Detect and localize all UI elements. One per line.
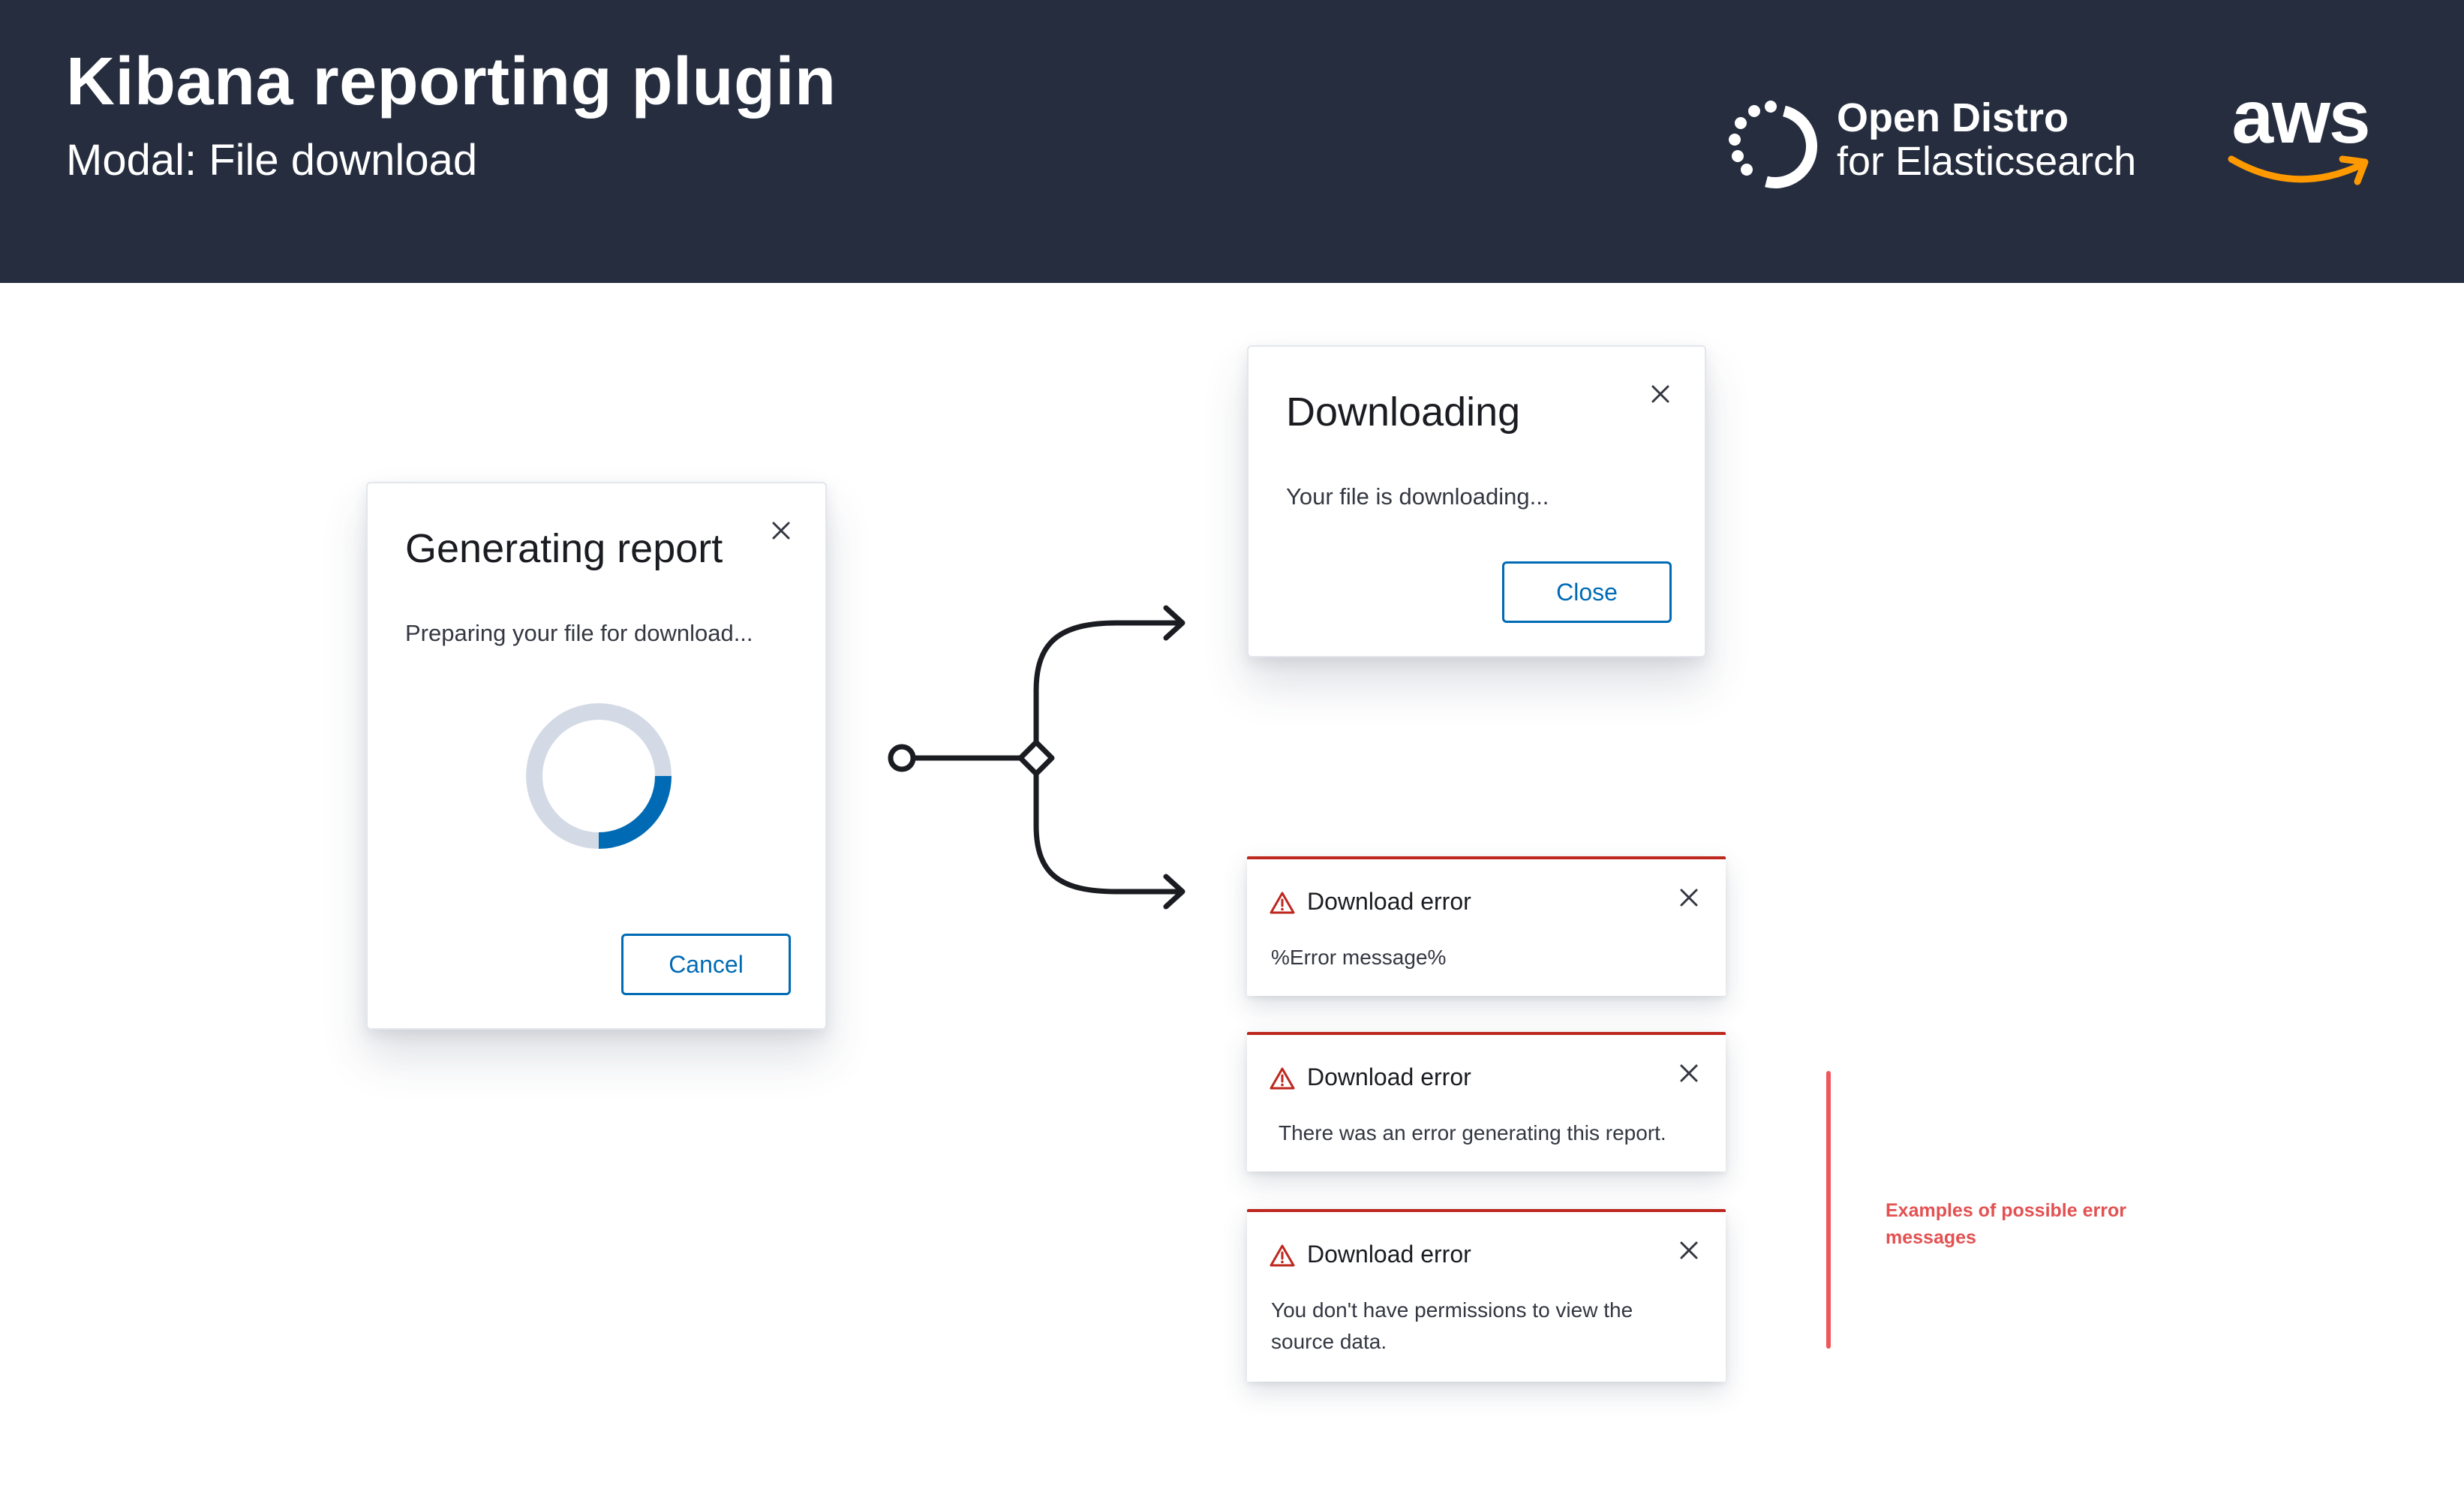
open-distro-logo-line2: for Elasticsearch xyxy=(1837,139,2137,184)
close-button[interactable]: Close xyxy=(1502,561,1672,623)
aws-smile-icon xyxy=(2228,155,2369,185)
toast-title: Download error xyxy=(1307,1063,1471,1090)
toast-title: Download error xyxy=(1307,888,1471,915)
cancel-button[interactable]: Cancel xyxy=(621,934,791,995)
toast-message: %Error message% xyxy=(1271,946,1447,969)
close-icon[interactable] xyxy=(1678,1239,1700,1262)
page-title: Kibana reporting plugin xyxy=(66,44,837,119)
annotation-text: Examples of possible error messages xyxy=(1886,1200,2126,1248)
modal-title: Downloading xyxy=(1286,390,1521,435)
error-toast: Download error There was an error genera… xyxy=(1247,1032,1726,1172)
open-distro-logo-line1: Open Distro xyxy=(1837,95,2069,140)
close-icon[interactable] xyxy=(1678,1062,1700,1084)
error-toast: Download error %Error message% xyxy=(1247,856,1726,996)
annotation-bracket xyxy=(1826,1071,1831,1349)
generating-report-modal: Generating report Preparing your file fo… xyxy=(366,482,827,1030)
modal-body-text: Preparing your file for download... xyxy=(405,620,753,646)
toast-message: There was an error generating this repor… xyxy=(1279,1121,1666,1145)
flow-connector xyxy=(888,605,1185,910)
aws-logo-text: aws xyxy=(2231,75,2370,159)
warning-icon xyxy=(1270,1067,1295,1090)
close-icon[interactable] xyxy=(1678,886,1700,909)
warning-icon xyxy=(1270,1244,1295,1267)
modal-body-text: Your file is downloading... xyxy=(1286,483,1549,510)
header-banner: Kibana reporting plugin Modal: File down… xyxy=(0,0,2464,283)
aws-logo: aws xyxy=(2225,80,2375,200)
page-subtitle: Modal: File download xyxy=(66,136,478,185)
close-icon[interactable] xyxy=(1649,383,1672,405)
close-icon[interactable] xyxy=(770,519,792,542)
loading-spinner-icon xyxy=(526,703,672,849)
downloading-modal: Downloading Your file is downloading... … xyxy=(1247,345,1706,657)
open-distro-logo-icon xyxy=(1729,101,1817,188)
open-distro-logo-text: Open Distro for Elasticsearch xyxy=(1837,96,2136,183)
error-toast: Download error You don't have permission… xyxy=(1247,1209,1726,1382)
toast-title: Download error xyxy=(1307,1241,1471,1268)
warning-icon xyxy=(1270,892,1295,914)
toast-message: You don't have permissions to view the s… xyxy=(1271,1298,1633,1353)
modal-title: Generating report xyxy=(405,526,723,571)
